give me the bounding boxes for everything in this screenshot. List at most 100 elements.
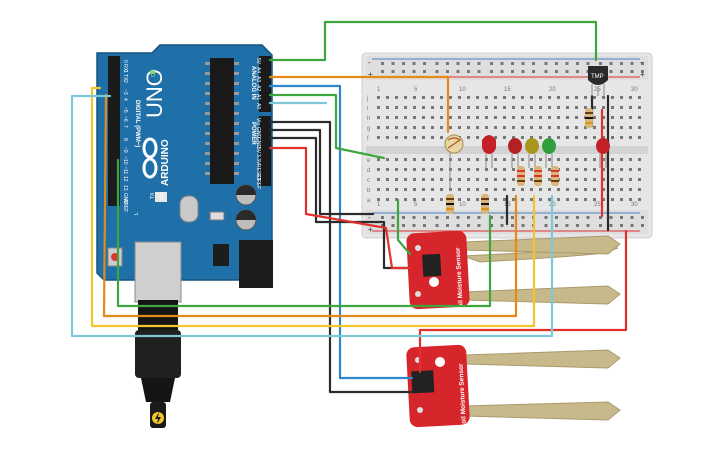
- breadboard-hole[interactable]: [435, 216, 439, 219]
- breadboard-hole[interactable]: [476, 136, 479, 139]
- breadboard-hole[interactable]: [377, 136, 380, 139]
- breadboard-hole[interactable]: [566, 126, 569, 129]
- breadboard-hole[interactable]: [404, 158, 407, 161]
- breadboard-hole[interactable]: [602, 198, 605, 201]
- breadboard-hole[interactable]: [548, 188, 551, 191]
- breadboard-hole[interactable]: [485, 96, 488, 99]
- breadboard-hole[interactable]: [576, 224, 579, 227]
- breadboard-hole[interactable]: [440, 168, 443, 171]
- breadboard-hole[interactable]: [620, 116, 623, 119]
- breadboard-hole[interactable]: [532, 70, 535, 73]
- breadboard-hole[interactable]: [490, 216, 493, 219]
- breadboard-hole[interactable]: [404, 96, 407, 99]
- breadboard-hole[interactable]: [413, 178, 416, 181]
- breadboard-hole[interactable]: [611, 178, 614, 181]
- breadboard-hole[interactable]: [638, 136, 641, 139]
- breadboard-hole[interactable]: [575, 96, 578, 99]
- breadboard-hole[interactable]: [467, 70, 470, 73]
- breadboard-hole[interactable]: [629, 116, 632, 119]
- breadboard-hole[interactable]: [593, 158, 596, 161]
- breadboard-hole[interactable]: [638, 116, 641, 119]
- breadboard-hole[interactable]: [467, 198, 470, 201]
- breadboard-hole[interactable]: [539, 158, 542, 161]
- breadboard-hole[interactable]: [620, 70, 623, 73]
- breadboard-hole[interactable]: [521, 216, 525, 219]
- breadboard-hole[interactable]: [521, 136, 524, 139]
- breadboard-hole[interactable]: [413, 106, 416, 109]
- breadboard-hole[interactable]: [485, 116, 488, 119]
- breadboard-hole[interactable]: [458, 168, 461, 171]
- led-green[interactable]: [542, 138, 556, 168]
- breadboard-hole[interactable]: [584, 198, 587, 201]
- breadboard-hole[interactable]: [512, 158, 515, 161]
- breadboard-hole[interactable]: [512, 116, 515, 119]
- breadboard-hole[interactable]: [566, 106, 569, 109]
- breadboard-hole[interactable]: [456, 70, 460, 73]
- breadboard-hole[interactable]: [512, 198, 515, 201]
- breadboard-hole[interactable]: [413, 136, 416, 139]
- breadboard-hole[interactable]: [575, 136, 578, 139]
- breadboard-hole[interactable]: [440, 96, 443, 99]
- breadboard-hole[interactable]: [431, 116, 434, 119]
- breadboard-hole[interactable]: [386, 168, 389, 171]
- breadboard-hole[interactable]: [440, 116, 443, 119]
- breadboard-hole[interactable]: [431, 126, 434, 129]
- breadboard-hole[interactable]: [377, 168, 380, 171]
- breadboard-hole[interactable]: [620, 178, 623, 181]
- breadboard-hole[interactable]: [503, 136, 506, 139]
- breadboard-hole[interactable]: [620, 188, 623, 191]
- breadboard-hole[interactable]: [503, 168, 506, 171]
- breadboard-hole[interactable]: [611, 106, 614, 109]
- led-red-1[interactable]: [482, 135, 496, 168]
- breadboard-hole[interactable]: [404, 116, 407, 119]
- breadboard-hole[interactable]: [431, 96, 434, 99]
- breadboard-hole[interactable]: [402, 216, 405, 219]
- breadboard-hole[interactable]: [431, 168, 434, 171]
- breadboard-hole[interactable]: [435, 62, 439, 65]
- breadboard-hole[interactable]: [395, 178, 398, 181]
- breadboard-hole[interactable]: [413, 198, 416, 201]
- breadboard-hole[interactable]: [566, 198, 569, 201]
- breadboard-hole[interactable]: [539, 116, 542, 119]
- led-yellow[interactable]: [525, 138, 539, 168]
- breadboard-hole[interactable]: [485, 126, 488, 129]
- breadboard-hole[interactable]: [630, 62, 634, 65]
- breadboard-hole[interactable]: [431, 198, 434, 201]
- breadboard-hole[interactable]: [431, 106, 434, 109]
- breadboard-hole[interactable]: [548, 136, 551, 139]
- breadboard-hole[interactable]: [422, 158, 425, 161]
- breadboard-hole[interactable]: [476, 198, 479, 201]
- breadboard-hole[interactable]: [503, 116, 506, 119]
- breadboard-hole[interactable]: [557, 198, 560, 201]
- breadboard-hole[interactable]: [413, 116, 416, 119]
- breadboard-hole[interactable]: [638, 126, 641, 129]
- breadboard-hole[interactable]: [530, 136, 533, 139]
- breadboard-hole[interactable]: [575, 126, 578, 129]
- breadboard-hole[interactable]: [602, 168, 605, 171]
- breadboard-hole[interactable]: [511, 216, 514, 219]
- breadboard-hole[interactable]: [386, 198, 389, 201]
- breadboard-hole[interactable]: [503, 126, 506, 129]
- breadboard-hole[interactable]: [494, 198, 497, 201]
- breadboard-hole[interactable]: [557, 126, 560, 129]
- breadboard-hole[interactable]: [599, 224, 602, 227]
- breadboard-hole[interactable]: [548, 198, 551, 201]
- breadboard-hole[interactable]: [476, 168, 479, 171]
- breadboard-hole[interactable]: [593, 106, 596, 109]
- breadboard-hole[interactable]: [423, 216, 426, 219]
- breadboard-hole[interactable]: [404, 188, 407, 191]
- breadboard-hole[interactable]: [521, 126, 524, 129]
- breadboard-hole[interactable]: [494, 106, 497, 109]
- breadboard-hole[interactable]: [609, 70, 613, 73]
- breadboard-hole[interactable]: [431, 178, 434, 181]
- breadboard-hole[interactable]: [422, 126, 425, 129]
- breadboard-hole[interactable]: [412, 70, 416, 73]
- breadboard-hole[interactable]: [503, 178, 506, 181]
- breadboard-hole[interactable]: [449, 116, 452, 119]
- breadboard-hole[interactable]: [456, 62, 460, 65]
- led-red-3[interactable]: [596, 138, 610, 168]
- breadboard-hole[interactable]: [593, 178, 596, 181]
- breadboard-hole[interactable]: [630, 224, 634, 227]
- breadboard-hole[interactable]: [431, 188, 434, 191]
- breadboard-hole[interactable]: [402, 224, 405, 227]
